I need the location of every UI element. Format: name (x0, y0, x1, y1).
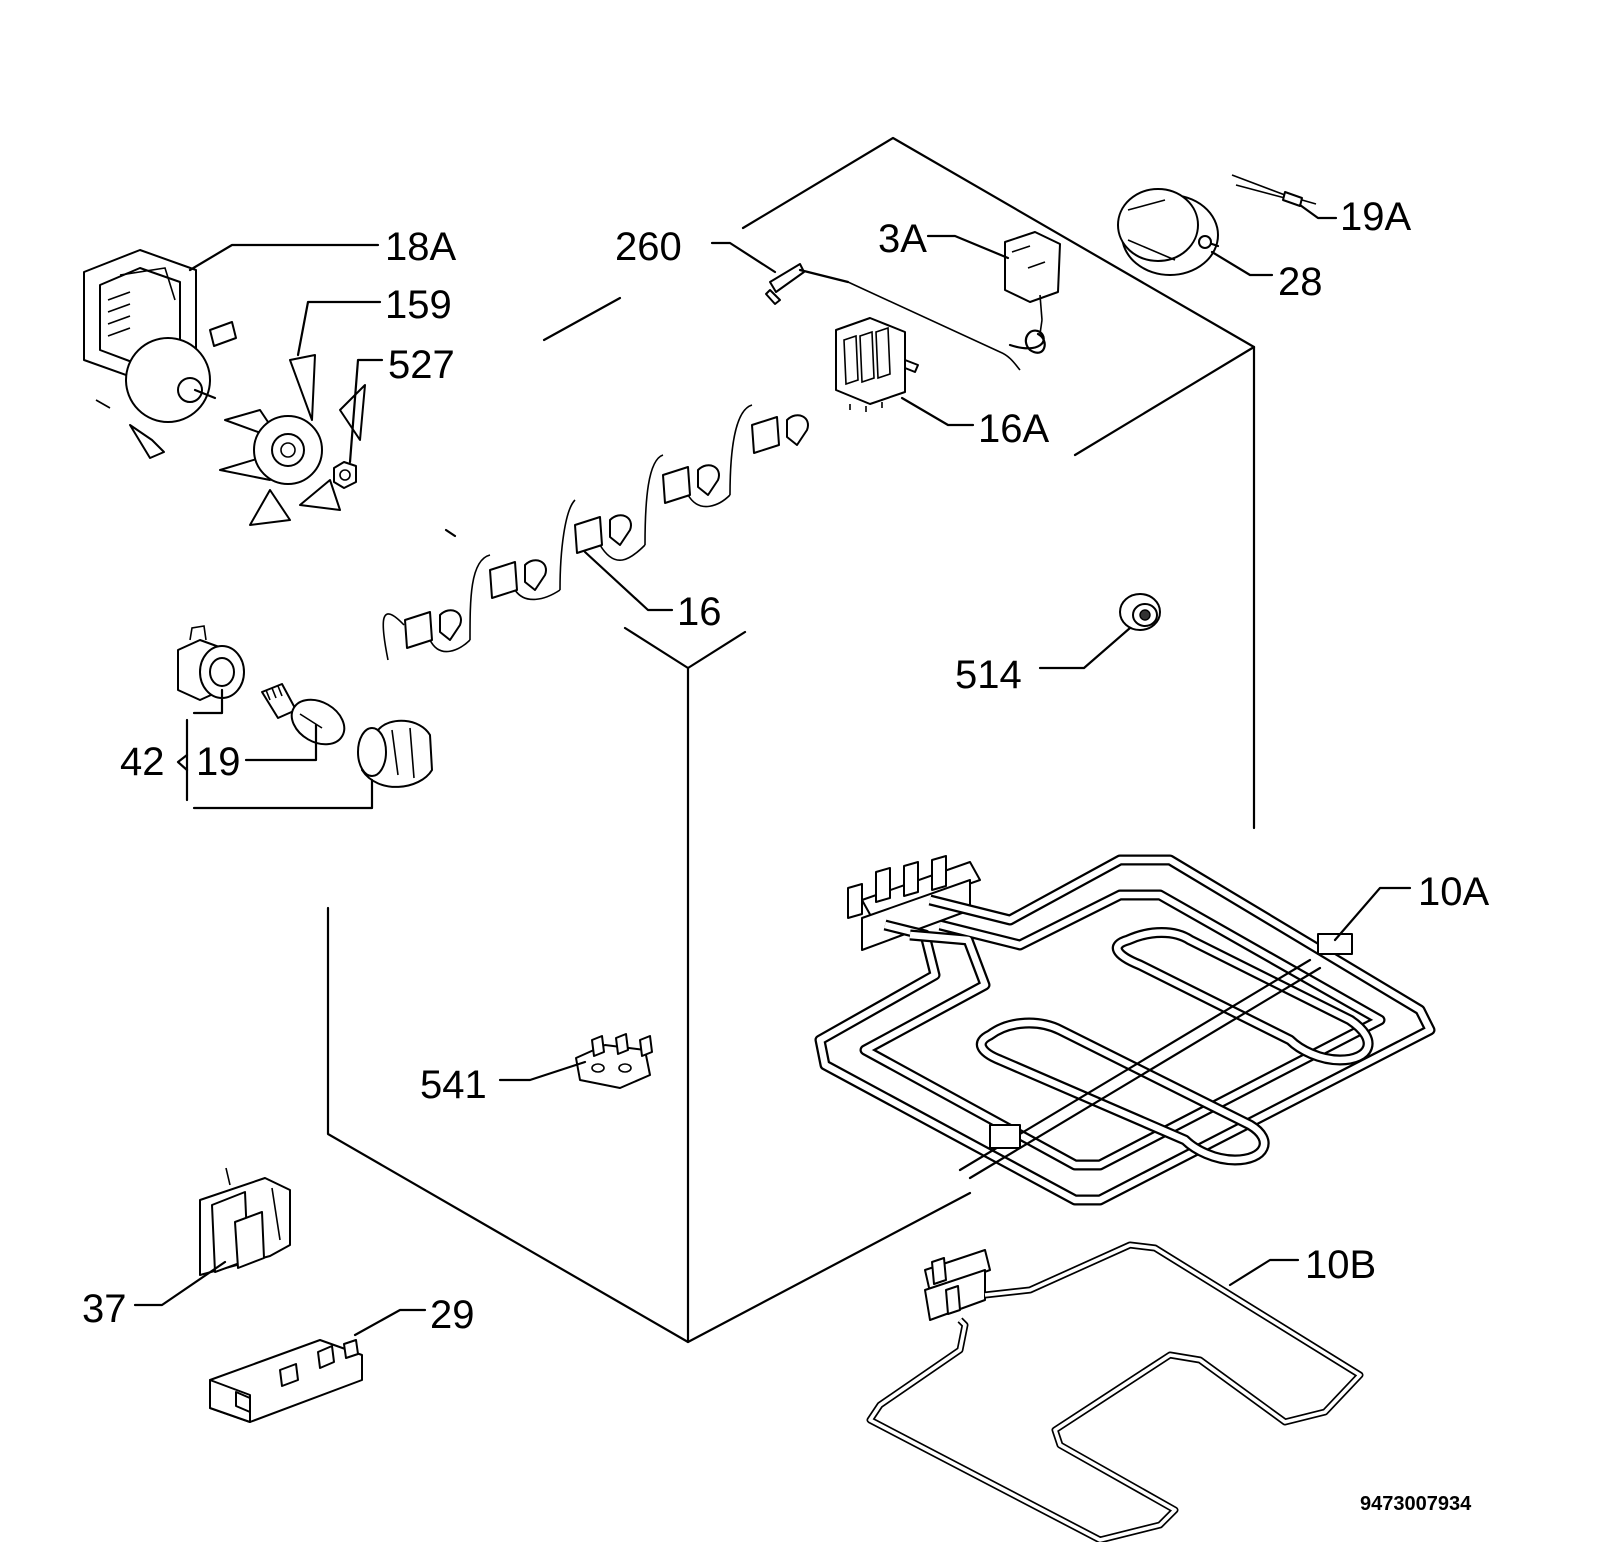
lamp-holder (177, 625, 245, 701)
probe-260 (765, 263, 1021, 371)
switch-1 (382, 609, 471, 661)
nut-527 (333, 461, 357, 489)
label-3a: 3A (878, 217, 927, 261)
micro-switch-37 (199, 1167, 291, 1276)
timer-28 (1117, 188, 1220, 276)
label-16a: 16A (978, 407, 1049, 451)
switch-5 (729, 404, 809, 496)
switch-chain-16 (382, 404, 809, 661)
oven-cabinet-outline (326, 136, 1256, 1344)
thermostat-3a (1004, 231, 1061, 354)
label-159: 159 (385, 283, 452, 327)
label-260: 260 (615, 225, 682, 269)
fan-motor-18a (83, 249, 237, 459)
grommet-514 (1119, 593, 1161, 631)
label-16: 16 (677, 590, 722, 634)
fan-blade-159 (219, 354, 366, 526)
selector-switch-16a (835, 317, 919, 412)
switch-3 (559, 499, 646, 591)
terminal-block-541 (575, 1033, 653, 1089)
label-541: 541 (420, 1063, 487, 1107)
document-code: 9473007934 (1360, 1493, 1472, 1515)
label-18a: 18A (385, 225, 456, 269)
leader-lines (133, 203, 1412, 1337)
heating-element-10a (814, 854, 1436, 1206)
label-42: 42 (120, 740, 165, 784)
label-37: 37 (82, 1287, 127, 1331)
switch-2 (469, 554, 561, 641)
label-10b: 10B (1305, 1243, 1376, 1287)
lamp-cover (357, 719, 433, 788)
label-19: 19 (196, 740, 241, 784)
thermal-fuse-19a (1231, 174, 1317, 207)
switch-4 (644, 454, 731, 546)
label-10a: 10A (1418, 870, 1489, 914)
label-514: 514 (955, 653, 1022, 697)
igniter-29 (209, 1339, 363, 1423)
lamp-bulb-19 (261, 683, 346, 746)
label-527: 527 (388, 343, 455, 387)
label-19a: 19A (1340, 195, 1411, 239)
label-28: 28 (1278, 260, 1323, 304)
label-29: 29 (430, 1293, 475, 1337)
heating-element-10b (866, 1241, 1364, 1542)
callout-labels: 18A 159 527 260 3A 19A 28 16A 16 514 42 … (82, 195, 1489, 1515)
